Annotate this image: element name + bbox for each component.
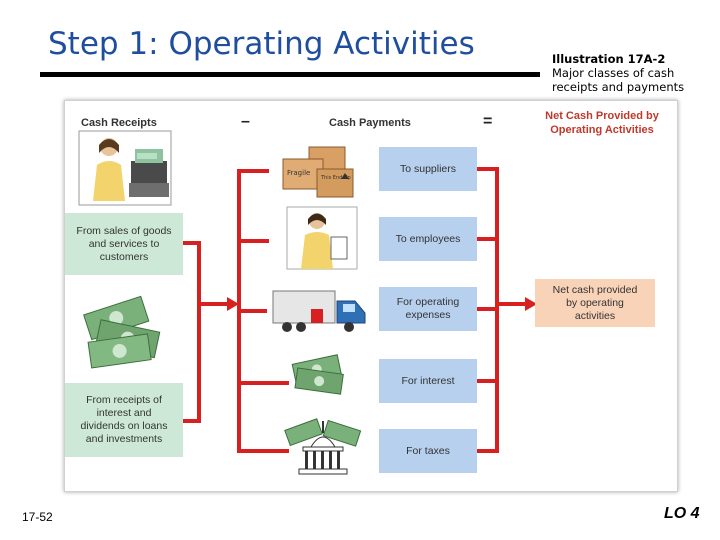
illustration-text: Major classes of cash receipts and payme… bbox=[552, 66, 685, 94]
connector-line bbox=[237, 239, 269, 243]
learning-objective: LO 4 bbox=[664, 505, 700, 522]
connector-line bbox=[477, 379, 499, 383]
receipt-sales: From sales of goods and services to cust… bbox=[65, 213, 183, 275]
connector-line bbox=[477, 307, 499, 311]
illustration-number: Illustration 17A-2 bbox=[552, 52, 666, 66]
payment-suppliers-label: To suppliers bbox=[399, 162, 457, 175]
fragile-label: Fragile bbox=[287, 169, 310, 177]
payment-employees-label: To employees bbox=[395, 232, 461, 245]
connector-line bbox=[495, 167, 499, 453]
header-net-cash: Net Cash Provided by Operating Activitie… bbox=[545, 110, 659, 136]
connector-line bbox=[237, 169, 269, 173]
connector-line bbox=[477, 449, 499, 453]
payment-interest-label: For interest bbox=[401, 374, 455, 387]
page-title: Step 1: Operating Activities bbox=[48, 26, 475, 62]
connector-line bbox=[183, 241, 199, 245]
illustration-caption: Illustration 17A-2 Major classes of cash… bbox=[552, 52, 712, 94]
net-cash-label: Net cash provided by operating activitie… bbox=[552, 283, 638, 322]
receipt-sales-label: From sales of goods and services to cust… bbox=[76, 224, 172, 263]
this-end-up-label: This End Up bbox=[320, 175, 351, 181]
net-cash-box: Net cash provided by operating activitie… bbox=[535, 279, 655, 327]
connector-line bbox=[477, 237, 499, 241]
header-cash-payments: Cash Payments bbox=[329, 117, 411, 129]
header-cash-receipts: Cash Receipts bbox=[81, 117, 157, 129]
payment-interest: For interest bbox=[379, 359, 477, 403]
cashier-icon bbox=[78, 130, 172, 206]
connector-line bbox=[477, 167, 499, 171]
payment-employees: To employees bbox=[379, 217, 477, 261]
connector-line bbox=[197, 241, 201, 423]
connector-line bbox=[183, 419, 199, 423]
shipping-boxes-icon: Fragile This End Up bbox=[282, 146, 354, 198]
receipt-interest-dividends: From receipts of interest and dividends … bbox=[65, 383, 183, 457]
payment-taxes-label: For taxes bbox=[406, 444, 450, 457]
truck-icon bbox=[272, 290, 366, 332]
connector-line bbox=[237, 309, 267, 313]
connector-line bbox=[237, 381, 289, 385]
payment-operating-label: For operating expenses bbox=[396, 296, 460, 321]
slide-number: 17-52 bbox=[22, 510, 53, 524]
arrow-right-icon bbox=[497, 297, 537, 311]
connector-line bbox=[237, 449, 289, 453]
capitol-building-icon bbox=[284, 418, 362, 475]
payment-suppliers: To suppliers bbox=[379, 147, 477, 191]
minus-sign: – bbox=[241, 113, 250, 130]
receipt-interest-label: From receipts of interest and dividends … bbox=[80, 394, 168, 445]
title-underline bbox=[40, 72, 540, 77]
employee-icon bbox=[286, 206, 358, 270]
payment-operating-expenses: For operating expenses bbox=[379, 287, 477, 331]
equals-sign: = bbox=[483, 113, 493, 130]
money-icon bbox=[291, 354, 344, 395]
payment-taxes: For taxes bbox=[379, 429, 477, 473]
cash-flow-diagram: Cash Receipts – Cash Payments = Net Cash… bbox=[64, 100, 678, 492]
money-stack-icon bbox=[83, 295, 161, 369]
arrow-right-icon bbox=[199, 297, 239, 311]
